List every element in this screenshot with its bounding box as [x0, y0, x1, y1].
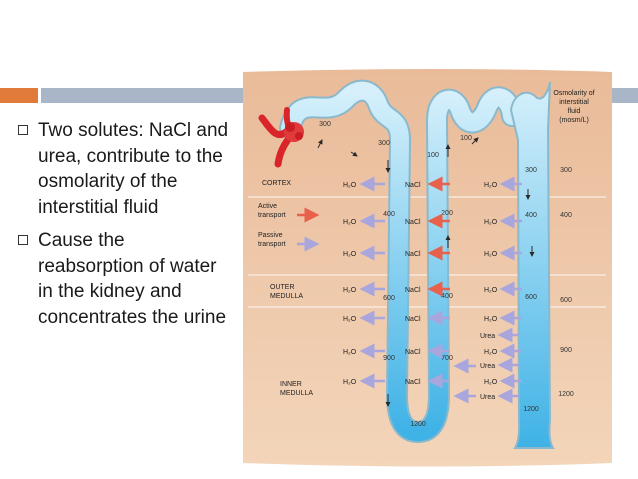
collecting-duct-water-arrows	[499, 176, 522, 389]
nacl-label: NaCl	[405, 251, 421, 258]
urea-arrows	[453, 327, 520, 404]
bullet-item: Two solutes: NaCl and urea, contribute t…	[18, 118, 233, 220]
nacl-label: NaCl	[405, 349, 421, 356]
tubule-value: 400	[525, 212, 537, 219]
tubule-value: 300	[319, 121, 331, 128]
tubule-value: 100	[427, 152, 439, 159]
legend-title-line4: (mosm/L)	[559, 117, 589, 124]
urea-label: Urea	[480, 394, 495, 401]
water-label: H₂O	[484, 251, 498, 258]
water-label: H₂O	[343, 379, 357, 386]
nacl-label: NaCl	[405, 219, 421, 226]
bullet-list: Two solutes: NaCl and urea, contribute t…	[18, 118, 233, 338]
water-label: H₂O	[484, 349, 498, 356]
tubule-value: 700	[441, 355, 453, 362]
bullet-text: Cause the reabsorption of water in the k…	[38, 230, 227, 328]
legend-title-line2: interstitial	[559, 99, 589, 106]
passive-transport-label-1: Passive	[258, 232, 283, 239]
legend-title-line3: fluid	[568, 108, 581, 115]
tubule-value: 1200	[523, 406, 539, 413]
nacl-label: NaCl	[405, 316, 421, 323]
nacl-label: NaCl	[405, 182, 421, 189]
tubule-value: 600	[383, 295, 395, 302]
water-label: H₂O	[484, 219, 498, 226]
tubule-value: 300	[378, 140, 390, 147]
water-label: H₂O	[343, 287, 357, 294]
tubule-value: 100	[460, 135, 472, 142]
descending-water-arrows	[359, 176, 385, 389]
urea-label: Urea	[480, 333, 495, 340]
water-label: H₂O	[484, 379, 498, 386]
interstitial-value: 600	[560, 297, 572, 304]
bullet-text: Two solutes: NaCl and urea, contribute t…	[38, 120, 229, 218]
passive-transport-label-2: transport	[258, 241, 286, 248]
water-label: H₂O	[343, 219, 357, 226]
inner-medulla-label-2: MEDULLA	[280, 390, 313, 397]
outer-medulla-label-1: OUTER	[270, 284, 295, 291]
tubule-value: 400	[441, 293, 453, 300]
water-label: H₂O	[343, 182, 357, 189]
water-label: H₂O	[484, 287, 498, 294]
collecting-duct	[509, 81, 555, 449]
water-label: H₂O	[484, 182, 498, 189]
bullet-item: Cause the reabsorption of water in the k…	[18, 228, 233, 330]
active-transport-label-2: transport	[258, 212, 286, 219]
nacl-label: NaCl	[405, 287, 421, 294]
water-label: H₂O	[484, 316, 498, 323]
inner-medulla-label-1: INNER	[280, 381, 302, 388]
tubule-value: 400	[383, 211, 395, 218]
tubule-value: 200	[441, 210, 453, 217]
tubule-value: 1200	[410, 421, 426, 428]
tubule-value: 300	[525, 167, 537, 174]
interstitial-value: 300	[560, 167, 572, 174]
cortex-label: CORTEX	[262, 180, 291, 187]
interstitial-value: 900	[560, 347, 572, 354]
accent-bar	[0, 88, 38, 103]
water-label: H₂O	[343, 251, 357, 258]
outer-medulla-label-2: MEDULLA	[270, 293, 303, 300]
water-label: H₂O	[343, 349, 357, 356]
flow-arrows	[317, 137, 535, 407]
active-transport-label-1: Active	[258, 203, 277, 210]
nephron-fluid	[281, 81, 521, 441]
bullet-square-icon	[18, 125, 28, 135]
ascending-nacl-arrows	[427, 176, 450, 389]
interstitial-value: 1200	[558, 391, 574, 398]
nacl-label: NaCl	[405, 379, 421, 386]
glomerulus	[258, 107, 304, 168]
water-label: H₂O	[343, 316, 357, 323]
bullet-square-icon	[18, 235, 28, 245]
tubule-value: 600	[525, 294, 537, 301]
urea-label: Urea	[480, 363, 495, 370]
tubule-value: 900	[383, 355, 395, 362]
legend-title-line1: Osmolarity of	[553, 90, 594, 97]
interstitial-value: 400	[560, 212, 572, 219]
